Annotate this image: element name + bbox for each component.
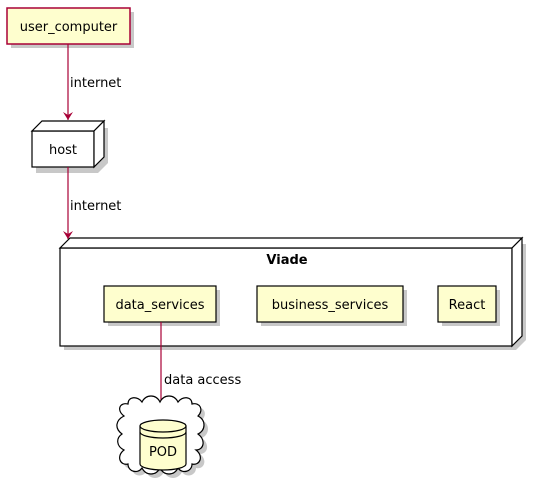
pod-database-node[interactable]: POD (139, 419, 187, 471)
user-computer-node[interactable]: user_computer (6, 7, 134, 48)
user-computer-label: user_computer (20, 20, 118, 35)
business-services-label: business_services (272, 298, 389, 313)
edge-host-to-viade: internet (63, 167, 121, 239)
react-label: React (449, 298, 486, 313)
viade-label: Viade (266, 253, 307, 268)
host-node[interactable]: host (30, 119, 108, 173)
data-services-label: data_services (115, 298, 204, 313)
edge-user-to-host-label: internet (70, 76, 121, 91)
host-label: host (49, 143, 77, 158)
react-node[interactable]: React (437, 285, 500, 326)
business-services-node[interactable]: business_services (256, 285, 407, 326)
edge-host-to-viade-label: internet (70, 199, 121, 214)
edge-user-to-host: internet (63, 44, 121, 120)
edge-data-to-pod-label: data access (164, 373, 241, 388)
data-services-node[interactable]: data_services (103, 285, 220, 326)
pod-label: POD (149, 445, 177, 460)
